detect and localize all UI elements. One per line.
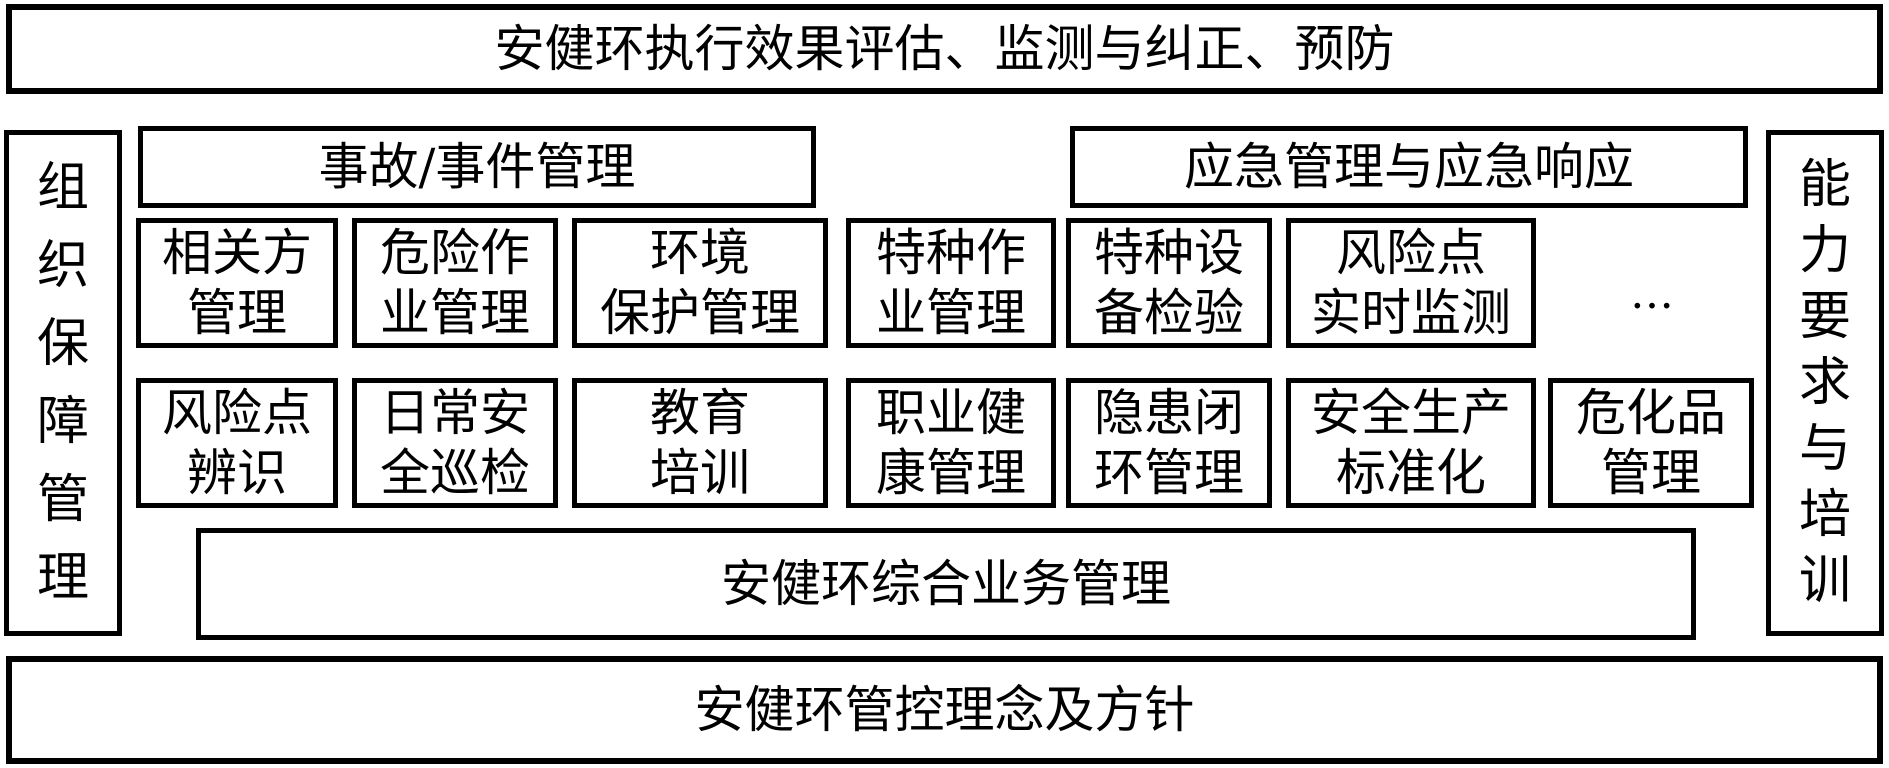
cell-hazardous-chemicals: 危化品管理 (1548, 378, 1754, 508)
cell-education-training: 教育培训 (572, 378, 828, 508)
cell-special-operations: 特种作业管理 (846, 218, 1056, 348)
accident-management-box: 事故/事件管理 (138, 126, 816, 208)
emergency-management-box: 应急管理与应急响应 (1070, 126, 1748, 208)
cell-risk-point-monitoring: 风险点实时监测 (1286, 218, 1536, 348)
right-column: 能 力 要 求 与 培 训 (1766, 130, 1884, 636)
top-bar: 安健环执行效果评估、监测与纠正、预防 (6, 4, 1883, 94)
cell-safety-standardization: 安全生产标准化 (1286, 378, 1536, 508)
cell-hazard-closed-loop: 隐患闭环管理 (1066, 378, 1272, 508)
top-bar-label: 安健环执行效果评估、监测与纠正、预防 (494, 20, 1395, 78)
cell-related-party-management: 相关方管理 (136, 218, 338, 348)
cell-risk-point-identification: 风险点辨识 (136, 378, 338, 508)
ellipsis: … (1630, 268, 1674, 319)
cell-environmental-protection: 环境保护管理 (572, 218, 828, 348)
cell-daily-safety-inspection: 日常安全巡检 (352, 378, 558, 508)
left-column-label: 组 织 保 障 管 理 (36, 158, 89, 608)
cell-special-equipment-inspection: 特种设备检验 (1066, 218, 1272, 348)
bottom-bar-label: 安健环管控理念及方针 (694, 681, 1195, 739)
cell-hazardous-work-management: 危险作业管理 (352, 218, 558, 348)
bottom-bar: 安健环管控理念及方针 (6, 656, 1883, 764)
cell-occupational-health: 职业健康管理 (846, 378, 1056, 508)
right-column-label: 能 力 要 求 与 培 训 (1798, 155, 1851, 611)
integrated-management-box: 安健环综合业务管理 (196, 528, 1696, 640)
left-column: 组 织 保 障 管 理 (4, 130, 122, 636)
